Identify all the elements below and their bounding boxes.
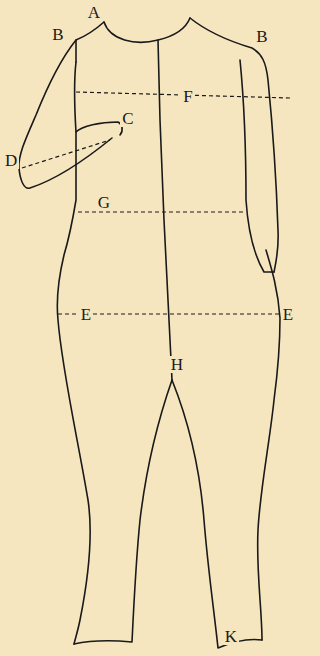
centre-line — [158, 40, 172, 380]
neck-line — [104, 18, 190, 42]
left-forearm-top — [75, 62, 123, 135]
left-arm-outline — [19, 22, 112, 188]
callout-letter: A — [86, 4, 102, 21]
callout-letter: C — [120, 110, 135, 127]
arm-line — [22, 140, 110, 168]
left-leg-inner — [74, 380, 172, 644]
right-body-side — [258, 250, 280, 640]
right-arm-inner — [240, 60, 274, 272]
callout-letter: K — [223, 628, 239, 645]
callout-letter: E — [79, 306, 93, 323]
callout-letter: E — [281, 306, 295, 323]
callout-letter: F — [181, 88, 194, 105]
callout-letter: G — [96, 194, 112, 211]
right-leg-inner — [172, 380, 262, 648]
left-shoulder-seam — [75, 40, 77, 62]
callout-letter: B — [50, 26, 65, 43]
callout-letter: B — [254, 28, 269, 45]
left-body-side — [57, 132, 90, 644]
callout-letter: D — [3, 152, 19, 169]
waist-line — [78, 211, 244, 212]
callout-letter: H — [169, 356, 185, 373]
right-arm-outer — [190, 18, 278, 272]
